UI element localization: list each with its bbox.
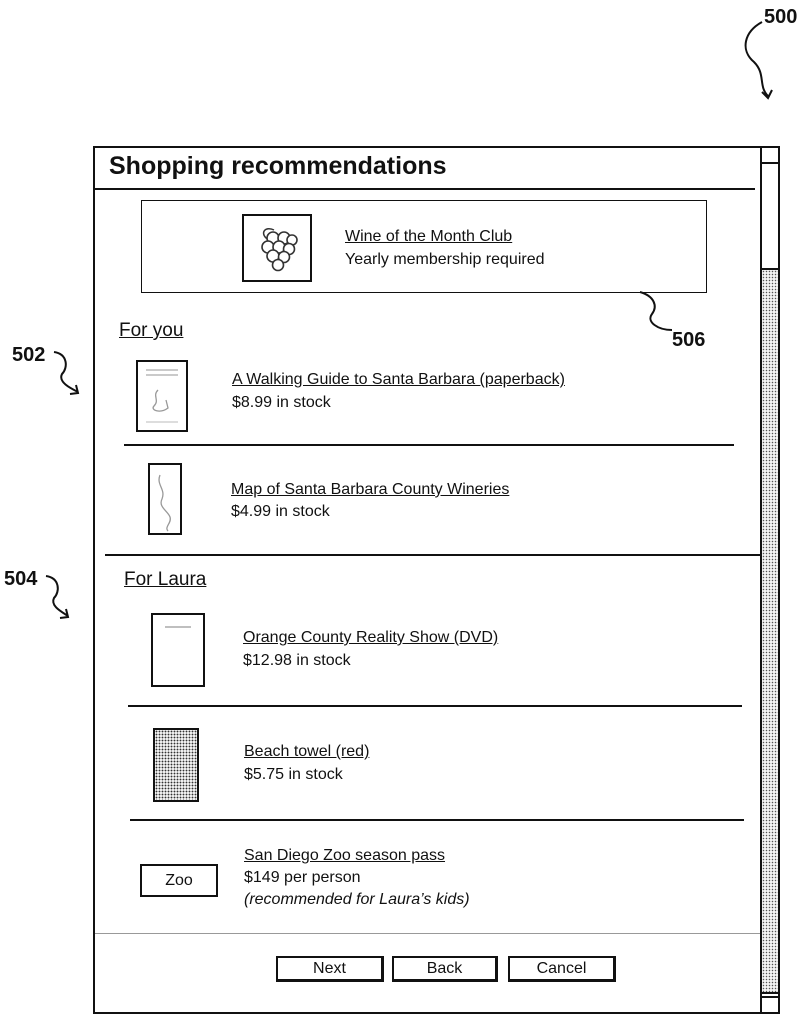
next-button[interactable]: Next	[276, 956, 384, 982]
ref-502-leader	[53, 351, 80, 395]
footer-divider	[95, 933, 763, 934]
featured-subtitle: Yearly membership required	[345, 251, 545, 268]
scroll-down-button[interactable]	[762, 996, 778, 1012]
scroll-up-button[interactable]	[762, 148, 778, 164]
ref-504-leader	[45, 575, 70, 619]
item-divider	[128, 705, 742, 707]
item-divider	[124, 444, 734, 446]
item-price: $149 per person	[244, 869, 361, 886]
window-title: Shopping recommendations	[109, 152, 447, 180]
section-label-for-you: For you	[119, 320, 184, 341]
cancel-button[interactable]: Cancel	[508, 956, 616, 982]
back-button[interactable]: Back	[392, 956, 498, 982]
grapes-icon	[242, 214, 312, 282]
zoo-thumbnail: Zoo	[140, 864, 218, 897]
book-thumbnail	[136, 360, 188, 432]
recommendations-window: Shopping recommendations Wine of the Mon…	[93, 146, 780, 1014]
title-divider	[95, 188, 755, 190]
ref-506: 506	[672, 329, 706, 351]
item-price: $4.99 in stock	[231, 503, 330, 520]
ref-502: 502	[12, 344, 46, 366]
ref-504: 504	[4, 568, 38, 590]
item-name-link[interactable]: Orange County Reality Show (DVD)	[243, 629, 499, 646]
ref-500-leader	[744, 21, 773, 100]
ref-500: 500	[764, 6, 798, 28]
item-name-link[interactable]: Map of Santa Barbara County Wineries	[231, 481, 510, 498]
item-price: $8.99 in stock	[232, 394, 331, 411]
towel-thumbnail	[153, 728, 199, 802]
featured-name-link[interactable]: Wine of the Month Club	[345, 228, 513, 245]
item-name-link[interactable]: Beach towel (red)	[244, 743, 370, 760]
item-price: $5.75 in stock	[244, 766, 343, 783]
item-price: $12.98 in stock	[243, 652, 351, 669]
item-divider	[130, 819, 744, 821]
section-divider	[105, 554, 763, 556]
scroll-track[interactable]	[762, 164, 778, 994]
item-note: (recommended for Laura’s kids)	[244, 891, 470, 908]
featured-box[interactable]: Wine of the Month Club Yearly membership…	[141, 200, 707, 293]
map-thumbnail	[148, 463, 182, 535]
item-name-link[interactable]: A Walking Guide to Santa Barbara (paperb…	[232, 371, 565, 388]
section-label-for-laura: For Laura	[124, 569, 207, 590]
ref-506-leader	[639, 291, 673, 331]
vertical-scrollbar[interactable]	[760, 148, 778, 1012]
scroll-thumb[interactable]	[762, 268, 778, 994]
dvd-thumbnail	[151, 613, 205, 687]
item-name-link[interactable]: San Diego Zoo season pass	[244, 847, 446, 864]
